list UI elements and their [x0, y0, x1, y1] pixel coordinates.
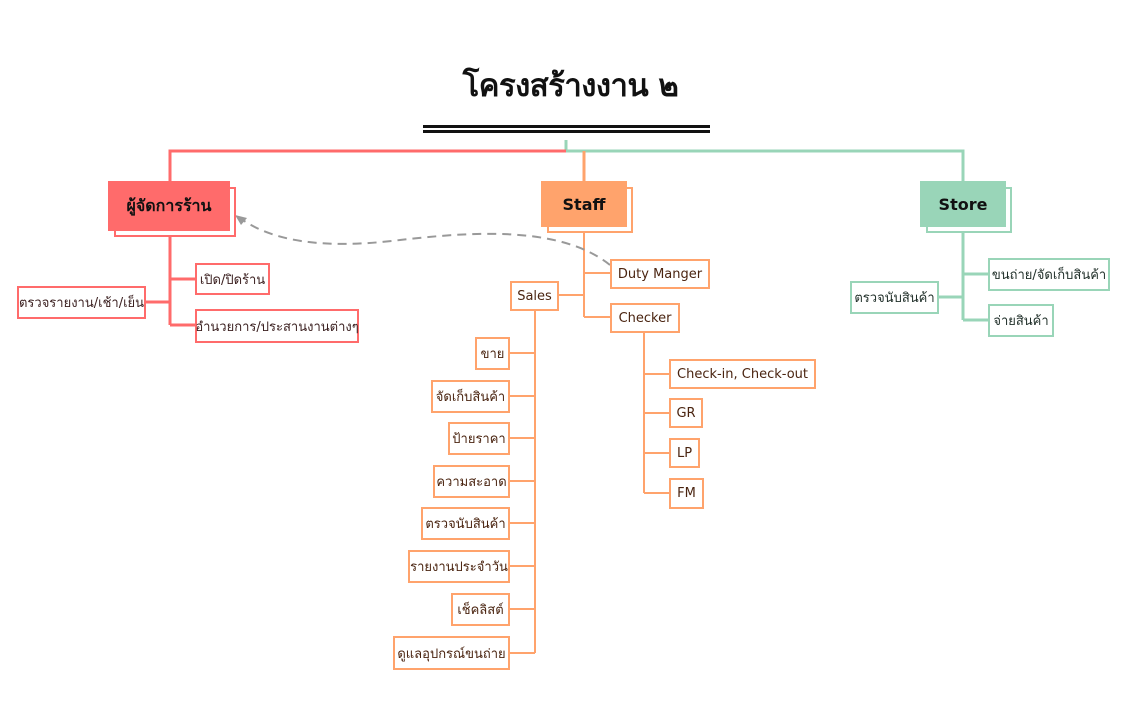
title-rule-bottom	[423, 130, 710, 133]
manager-child-report[interactable]: ตรวจรายงาน/เช้า/เย็น	[17, 286, 146, 319]
store-child-stock-count[interactable]: ตรวจนับสินค้า	[850, 281, 939, 314]
store-child-dispatch[interactable]: จ่ายสินค้า	[988, 304, 1054, 337]
store-node[interactable]: Store	[920, 181, 1006, 227]
manager-child-open-close[interactable]: เปิด/ปิดร้าน	[195, 263, 270, 295]
relationship-arrowhead-icon	[235, 215, 247, 225]
manager-node[interactable]: ผู้จัดการร้าน	[108, 181, 230, 231]
staff-child-sales[interactable]: Sales	[510, 281, 559, 311]
staff-child-checker[interactable]: Checker	[610, 303, 680, 333]
sales-child-price-tag[interactable]: ป้ายราคา	[448, 422, 510, 455]
staff-node[interactable]: Staff	[541, 181, 627, 227]
connector-root-store	[566, 149, 965, 181]
sales-child-checklist[interactable]: เช็คลิสต์	[451, 593, 510, 626]
checker-child-lp[interactable]: LP	[669, 438, 700, 468]
sales-child-store-goods[interactable]: จัดเก็บสินค้า	[431, 380, 510, 413]
checker-child-gr[interactable]: GR	[669, 398, 703, 428]
checker-child-checkin-checkout[interactable]: Check-in, Check-out	[669, 359, 816, 389]
staff-child-duty-manager[interactable]: Duty Manger	[610, 259, 710, 289]
connector-root-manager	[168, 149, 566, 181]
sales-child-stock-count[interactable]: ตรวจนับสินค้า	[421, 507, 510, 540]
checker-child-fm[interactable]: FM	[669, 478, 704, 509]
sales-child-sell[interactable]: ขาย	[475, 337, 510, 370]
page-title: โครงสร้างงาน ๒	[462, 68, 679, 104]
relationship-duty-to-manager[interactable]	[239, 217, 611, 266]
manager-child-coordinate[interactable]: อำนวยการ/ประสานงานต่างๆ	[195, 309, 359, 343]
store-child-move-store[interactable]: ขนถ่าย/จัดเก็บสินค้า	[988, 258, 1110, 291]
sales-child-daily-report[interactable]: รายงานประจำวัน	[408, 550, 510, 583]
sales-child-cleanliness[interactable]: ความสะอาด	[433, 465, 510, 498]
title-rule-top	[423, 125, 710, 128]
sales-child-handling-equipment[interactable]: ดูแลอุปกรณ์ขนถ่าย	[393, 636, 510, 670]
